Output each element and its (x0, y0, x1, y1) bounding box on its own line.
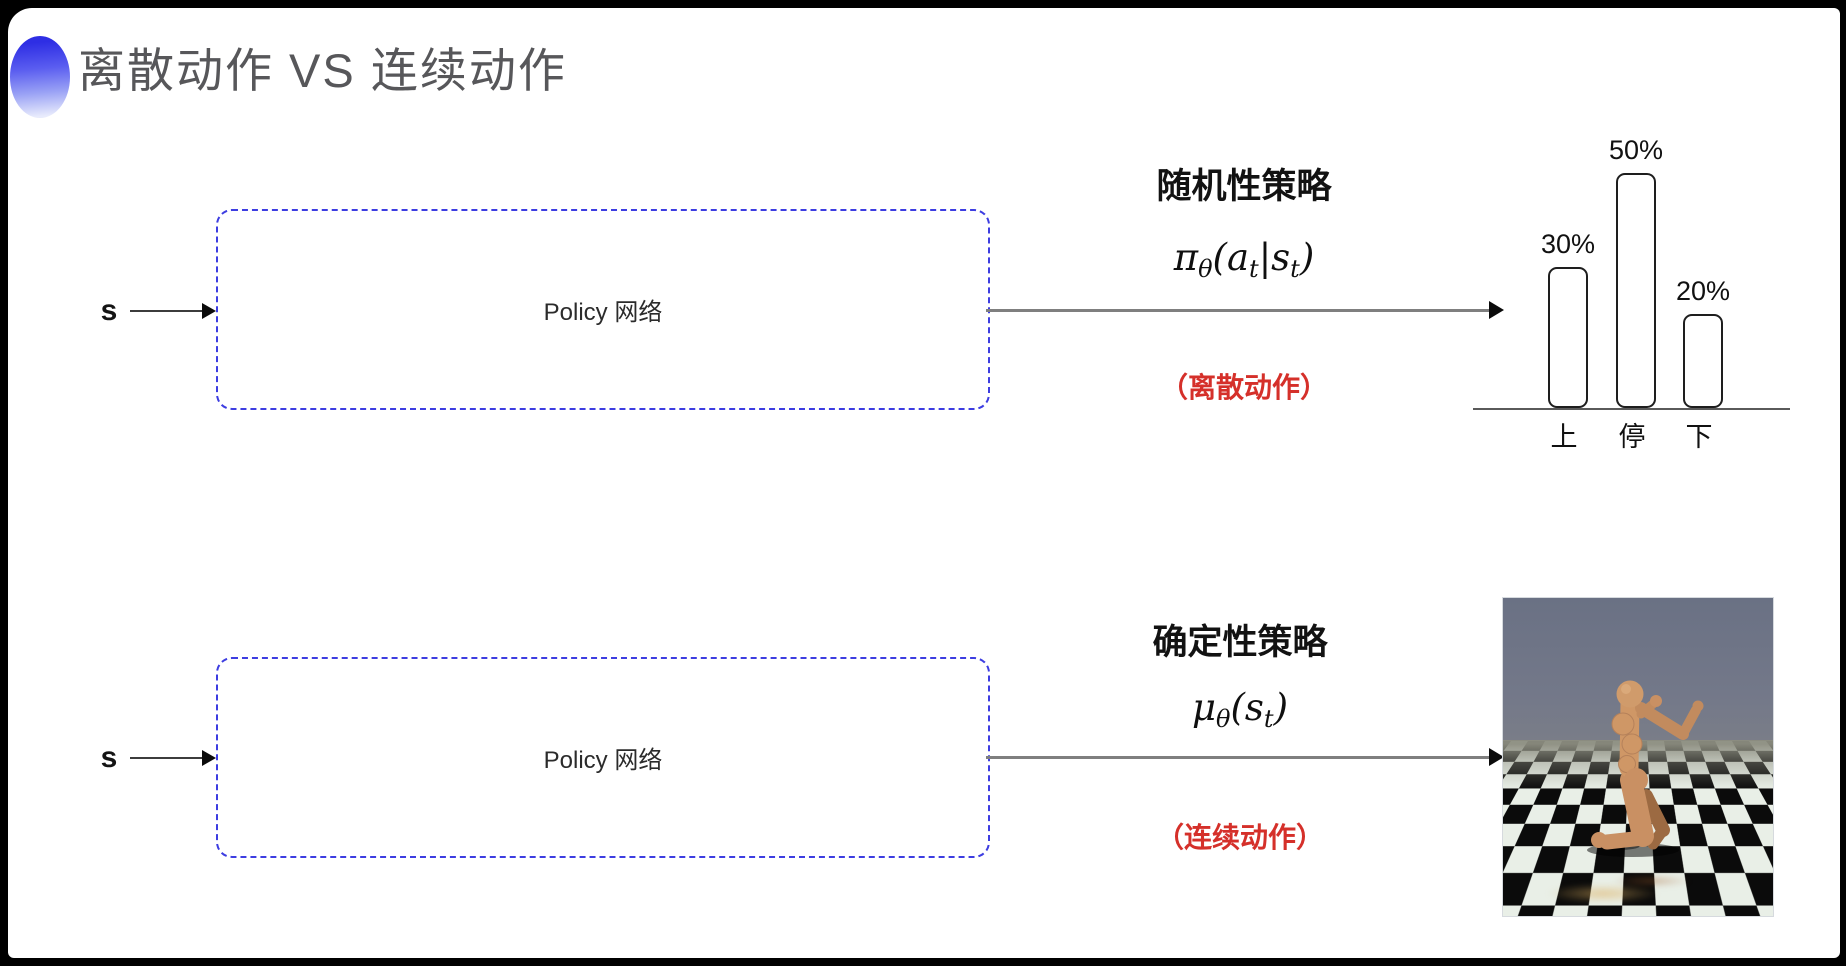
category-label-stop: 停 (1618, 422, 1646, 452)
arrow-line-bottom-in (130, 757, 204, 759)
probability-bar-chart: 30% 50% 20% 上 停 下 (1460, 98, 1820, 454)
bar-group-stop: 50% (1601, 135, 1671, 408)
policy-type-deterministic: 确定性策略 (1152, 623, 1328, 662)
formula-head-sub: θ (1198, 255, 1213, 283)
arrowhead-bottom-out-icon (1489, 748, 1504, 766)
humanoid-robot-figure (1587, 680, 1704, 857)
formula-open: (a (1212, 236, 1250, 279)
bar-value-label: 20% (1675, 276, 1731, 306)
state-input-label-top: s (100, 294, 118, 327)
bar-group-up: 30% (1533, 229, 1603, 408)
bar-up (1548, 267, 1588, 408)
action-note-discrete: （离散动作） (1159, 372, 1328, 403)
policy-type-stochastic: 随机性策略 (1156, 167, 1332, 206)
bar-down (1683, 314, 1723, 408)
formula-sub2: t (1290, 255, 1300, 283)
arrowhead-top-in-icon (202, 303, 216, 319)
bar-stop (1616, 173, 1656, 408)
category-label-down: 下 (1685, 422, 1713, 452)
formula-sub1: t (1263, 705, 1274, 733)
formula-close: ) (1299, 236, 1315, 279)
bar-group-down: 20% (1668, 276, 1738, 408)
sim-floor-reflection (1546, 884, 1660, 904)
arrow-line-top-out (986, 309, 1490, 312)
sim-floor-reflection (1611, 874, 1692, 888)
policy-network-label-bottom: Policy 网络 (543, 747, 663, 774)
action-note-continuous: （连续动作） (1155, 822, 1324, 853)
formula-open: (s (1230, 686, 1264, 729)
arrowhead-bottom-in-icon (202, 750, 216, 766)
slide: 离散动作 VS 连续动作 s Policy 网络 随机性策略 πθ(at|st)… (8, 8, 1840, 958)
arrowhead-top-out-icon (1489, 301, 1504, 319)
formula-head: μ (1191, 686, 1217, 729)
formula-deterministic: μθ(st) (1060, 686, 1420, 733)
bar-value-label: 30% (1540, 229, 1596, 259)
slide-title: 离散动作 VS 连续动作 (78, 44, 567, 97)
formula-head-sub: θ (1216, 705, 1231, 733)
decorative-sphere-icon (10, 36, 70, 118)
chart-baseline (1473, 408, 1790, 410)
formula-close: ) (1273, 686, 1289, 729)
policy-network-label-top: Policy 网络 (543, 299, 663, 326)
formula-sub1: t (1249, 255, 1259, 283)
policy-network-box-top: Policy 网络 (216, 209, 990, 410)
state-input-label-bottom: s (100, 741, 118, 774)
arrow-line-bottom-out (986, 756, 1490, 759)
formula-head: π (1173, 236, 1199, 279)
arrow-line-top-in (130, 310, 204, 312)
formula-stochastic: πθ(at|st) (1064, 236, 1424, 283)
bar-value-label: 50% (1608, 135, 1664, 165)
category-label-up: 上 (1550, 422, 1578, 452)
formula-mid: |s (1258, 236, 1291, 279)
policy-network-box-bottom: Policy 网络 (216, 657, 990, 858)
humanoid-simulation-image (1502, 597, 1774, 917)
